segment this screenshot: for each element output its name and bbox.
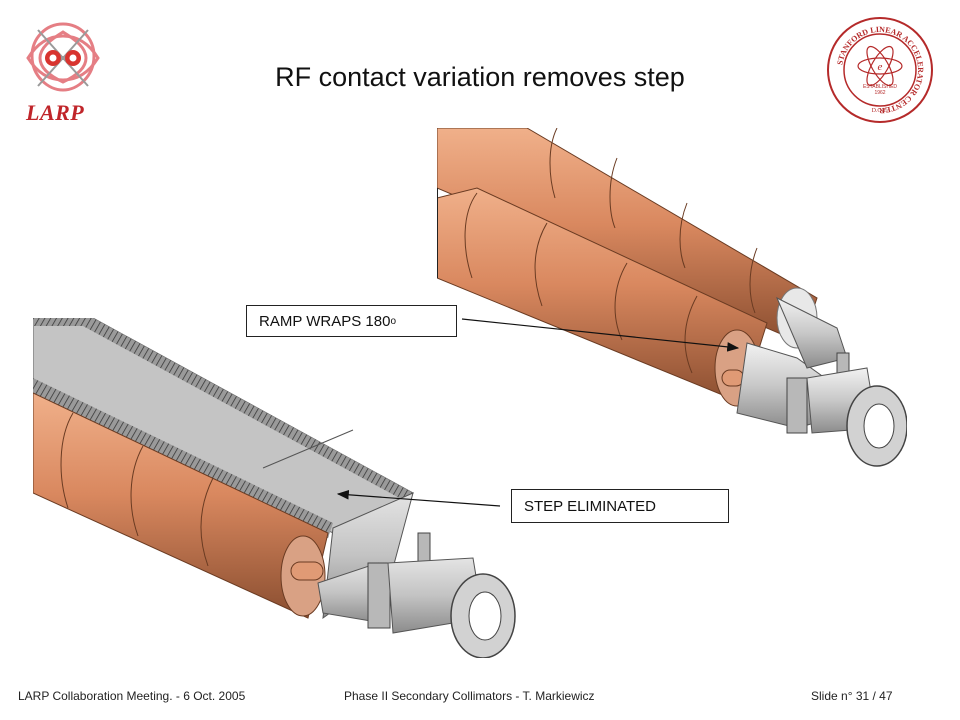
slide-title: RF contact variation removes step bbox=[275, 62, 685, 92]
footer-meeting: LARP Collaboration Meeting. - 6 Oct. 200… bbox=[18, 689, 246, 703]
cad-render-ramp bbox=[436, 127, 908, 468]
callout-step-eliminated: STEP ELIMINATED bbox=[511, 489, 729, 523]
svg-text:e: e bbox=[878, 61, 883, 73]
slac-seal: STANFORD LINEAR ACCELERATOR CENTER e EST… bbox=[826, 16, 934, 124]
larp-logo-graphic bbox=[26, 22, 100, 92]
callout-step-text: STEP ELIMINATED bbox=[524, 497, 656, 515]
cad-render-step bbox=[32, 317, 533, 659]
svg-text:1962: 1962 bbox=[874, 90, 885, 96]
larp-wordmark: LARP bbox=[26, 100, 85, 125]
larp-logo bbox=[18, 18, 108, 128]
callout-ramp-text: RAMP WRAPS 180 bbox=[259, 312, 391, 330]
cad-render-ramp-graphic bbox=[436, 127, 908, 467]
footer-talk-title: Phase II Secondary Collimators - T. Mark… bbox=[344, 689, 595, 703]
svg-text:D.O.E.: D.O.E. bbox=[872, 108, 889, 114]
footer-slide-number: Slide n° 31 / 47 bbox=[811, 689, 893, 703]
svg-text:ESTABLISHED: ESTABLISHED bbox=[863, 84, 897, 90]
slac-seal-graphic: STANFORD LINEAR ACCELERATOR CENTER e EST… bbox=[827, 17, 933, 123]
cad-render-step-graphic bbox=[32, 317, 516, 659]
callout-ramp-degree: o bbox=[390, 315, 396, 327]
